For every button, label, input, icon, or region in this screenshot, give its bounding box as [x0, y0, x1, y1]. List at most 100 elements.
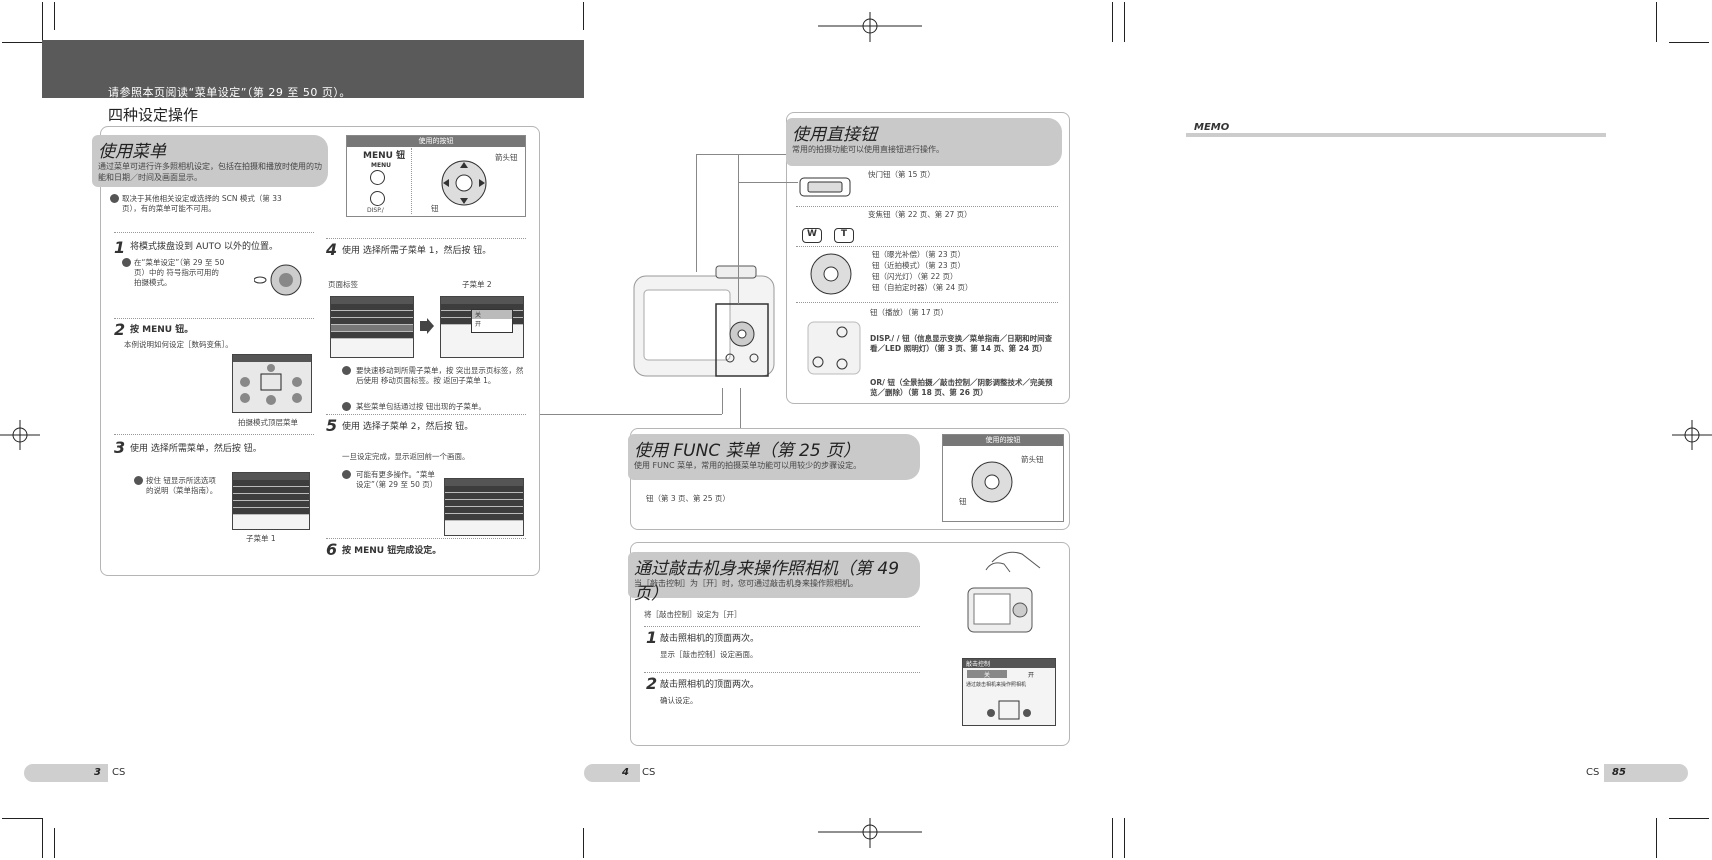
language-code: CS — [642, 767, 656, 778]
screen-title-bar — [233, 355, 311, 362]
page-top-bar: 请参照本页阅读“菜单设定”（第 29 至 50 页）。 — [42, 40, 584, 99]
separator — [114, 318, 314, 319]
step6-text: 按 MENU 钮完成设定。 — [342, 546, 442, 556]
step3-number: 3 — [114, 438, 126, 457]
screen-row — [331, 304, 413, 311]
step4-text: 使用 选择所需子菜单 1，然后按 钮。 — [342, 246, 492, 256]
tap-step1-bullet: 显示［敲击控制］设定画面。 — [660, 650, 758, 659]
direct-header-title: 使用直接钮 — [792, 125, 877, 145]
separator — [114, 232, 314, 233]
screen-row — [331, 332, 413, 339]
page-number-bar — [1604, 764, 1688, 782]
step2-caption: 拍摄模式顶层菜单 — [238, 418, 298, 427]
callout-line — [540, 414, 722, 415]
crop-mark — [1669, 42, 1709, 43]
crop-mark — [2, 42, 42, 43]
disp-button-icon — [370, 191, 385, 206]
step4-note1: 要快速移动到所需子菜单，按 突出显示页标签，然后使用 移动页面标签。按 返回子菜… — [356, 366, 524, 385]
shutter-button-icon — [799, 177, 851, 197]
crop-mark — [1112, 2, 1113, 42]
step1-number: 1 — [114, 238, 126, 257]
menu-header: 使用菜单 通过菜单可进行许多照相机设定，包括在拍摄和播放时使用的功能和日期／时间… — [92, 135, 328, 187]
language-code: CS — [112, 767, 126, 778]
menu-button-label: MENU 钮 — [363, 151, 406, 161]
tap-header-desc: 当［敲击控制］为［开］时，您可通过敲击机身来操作照相机。 — [634, 579, 858, 588]
screen-row — [233, 480, 309, 487]
separator — [796, 206, 1058, 207]
screen-row — [445, 486, 523, 493]
playback-text: 钮（播放）（第 17 页） — [870, 308, 949, 317]
callout-line — [738, 154, 739, 304]
crop-mark — [1124, 2, 1125, 42]
screen-row — [445, 493, 523, 500]
arrow-button-label: 箭头钮 — [495, 153, 518, 162]
exposure-text: 钮（曝光补偿）（第 23 页） — [872, 250, 966, 259]
callout-line — [740, 388, 741, 428]
screen-row — [233, 501, 309, 508]
screen-title-bar — [445, 479, 523, 486]
menu-header-title: 使用菜单 — [98, 142, 166, 162]
step1-text: 将模式拨盘设到 AUTO 以外的位置。 — [130, 242, 279, 252]
section-title: 四种设定操作 — [108, 106, 199, 124]
shutter-text: 快门钮（第 15 页） — [868, 170, 935, 179]
camera-image — [633, 265, 775, 377]
tap-step2-bullet: 确认设定。 — [660, 696, 698, 705]
page-number-bar — [24, 764, 108, 782]
crop-mark — [583, 828, 584, 858]
screen-row — [445, 507, 523, 514]
tap-screen-desc: 通过敲击相机来操作照相机 — [966, 682, 1027, 688]
screen-row — [445, 514, 523, 521]
step3-note: 按住 钮显示所选选项的说明（菜单指南）。 — [146, 476, 218, 495]
tap-option-on: 开 — [1027, 672, 1034, 679]
func-header: 使用 FUNC 菜单（第 25 页） 使用 FUNC 菜单，常用的拍摄菜单功能可… — [628, 434, 920, 480]
func-buttons-box: 使用的按钮 箭头钮 钮 — [942, 434, 1064, 522]
menu-button-small: MENU — [371, 162, 391, 169]
registration-mark — [818, 12, 922, 42]
menu-button-icon — [370, 170, 385, 185]
selftimer-text: 钮（自拍定时器）（第 24 页） — [872, 283, 973, 292]
callout-line — [722, 388, 723, 414]
func-header-title: 使用 FUNC 菜单（第 25 页） — [634, 441, 861, 461]
func-box-title: 使用的按钮 — [943, 435, 1063, 446]
or-text: OR/ 钮（全景拍摄／敲击控制／阴影调整技术／完美预览／删除）（第 18 页、第… — [870, 378, 1053, 397]
submenu1-screen — [330, 296, 414, 358]
zoom-w-button: W — [802, 228, 822, 243]
step6-number: 6 — [326, 540, 338, 559]
memo-rule — [1186, 133, 1606, 137]
screen-title-bar — [331, 297, 413, 304]
tap-camera-image — [967, 551, 1041, 633]
mode-dial-icon — [254, 264, 302, 296]
step5-text: 使用 选择子菜单 2，然后按 钮。 — [342, 422, 474, 432]
step2-number: 2 — [114, 320, 126, 339]
submenu1-screen — [232, 472, 310, 530]
result-screen — [444, 478, 524, 536]
submenu2-screen: 关 开 — [440, 296, 524, 358]
ok-button-label: 钮 — [431, 204, 439, 213]
tap-option-off: 关 — [967, 670, 1007, 679]
page-tab-label: 页面标签 — [328, 280, 358, 289]
screen-row — [331, 325, 413, 332]
step5-bullet: 一旦设定完成，显示返回前一个画面。 — [342, 452, 470, 461]
tap-screen-title: 敲击控制 — [963, 659, 1055, 668]
separator — [326, 538, 526, 539]
callout-line — [696, 154, 697, 272]
crop-mark — [1669, 818, 1709, 819]
separator — [326, 414, 526, 415]
func-arrow-label: 箭头钮 — [1021, 455, 1044, 464]
step5-number: 5 — [326, 416, 338, 435]
tap-header-title: 通过敲击机身来操作照相机（第 49 页） — [634, 559, 900, 604]
separator — [796, 302, 1058, 303]
step4-note2: 某些菜单包括通过按 钮出现的子菜单。 — [356, 402, 486, 411]
separator — [114, 434, 314, 435]
note-icon — [134, 476, 143, 485]
crop-mark — [2, 818, 42, 819]
screen-row — [233, 508, 309, 515]
registration-mark — [0, 420, 40, 450]
divider — [411, 148, 413, 214]
screen-title-bar — [441, 297, 523, 304]
separator — [326, 238, 526, 239]
tap-step2-text: 敲击照相机的顶面两次。 — [660, 680, 760, 690]
submenu2-option-on: 开 — [475, 321, 482, 328]
arrow-right-icon — [420, 318, 434, 334]
registration-mark — [818, 818, 922, 848]
